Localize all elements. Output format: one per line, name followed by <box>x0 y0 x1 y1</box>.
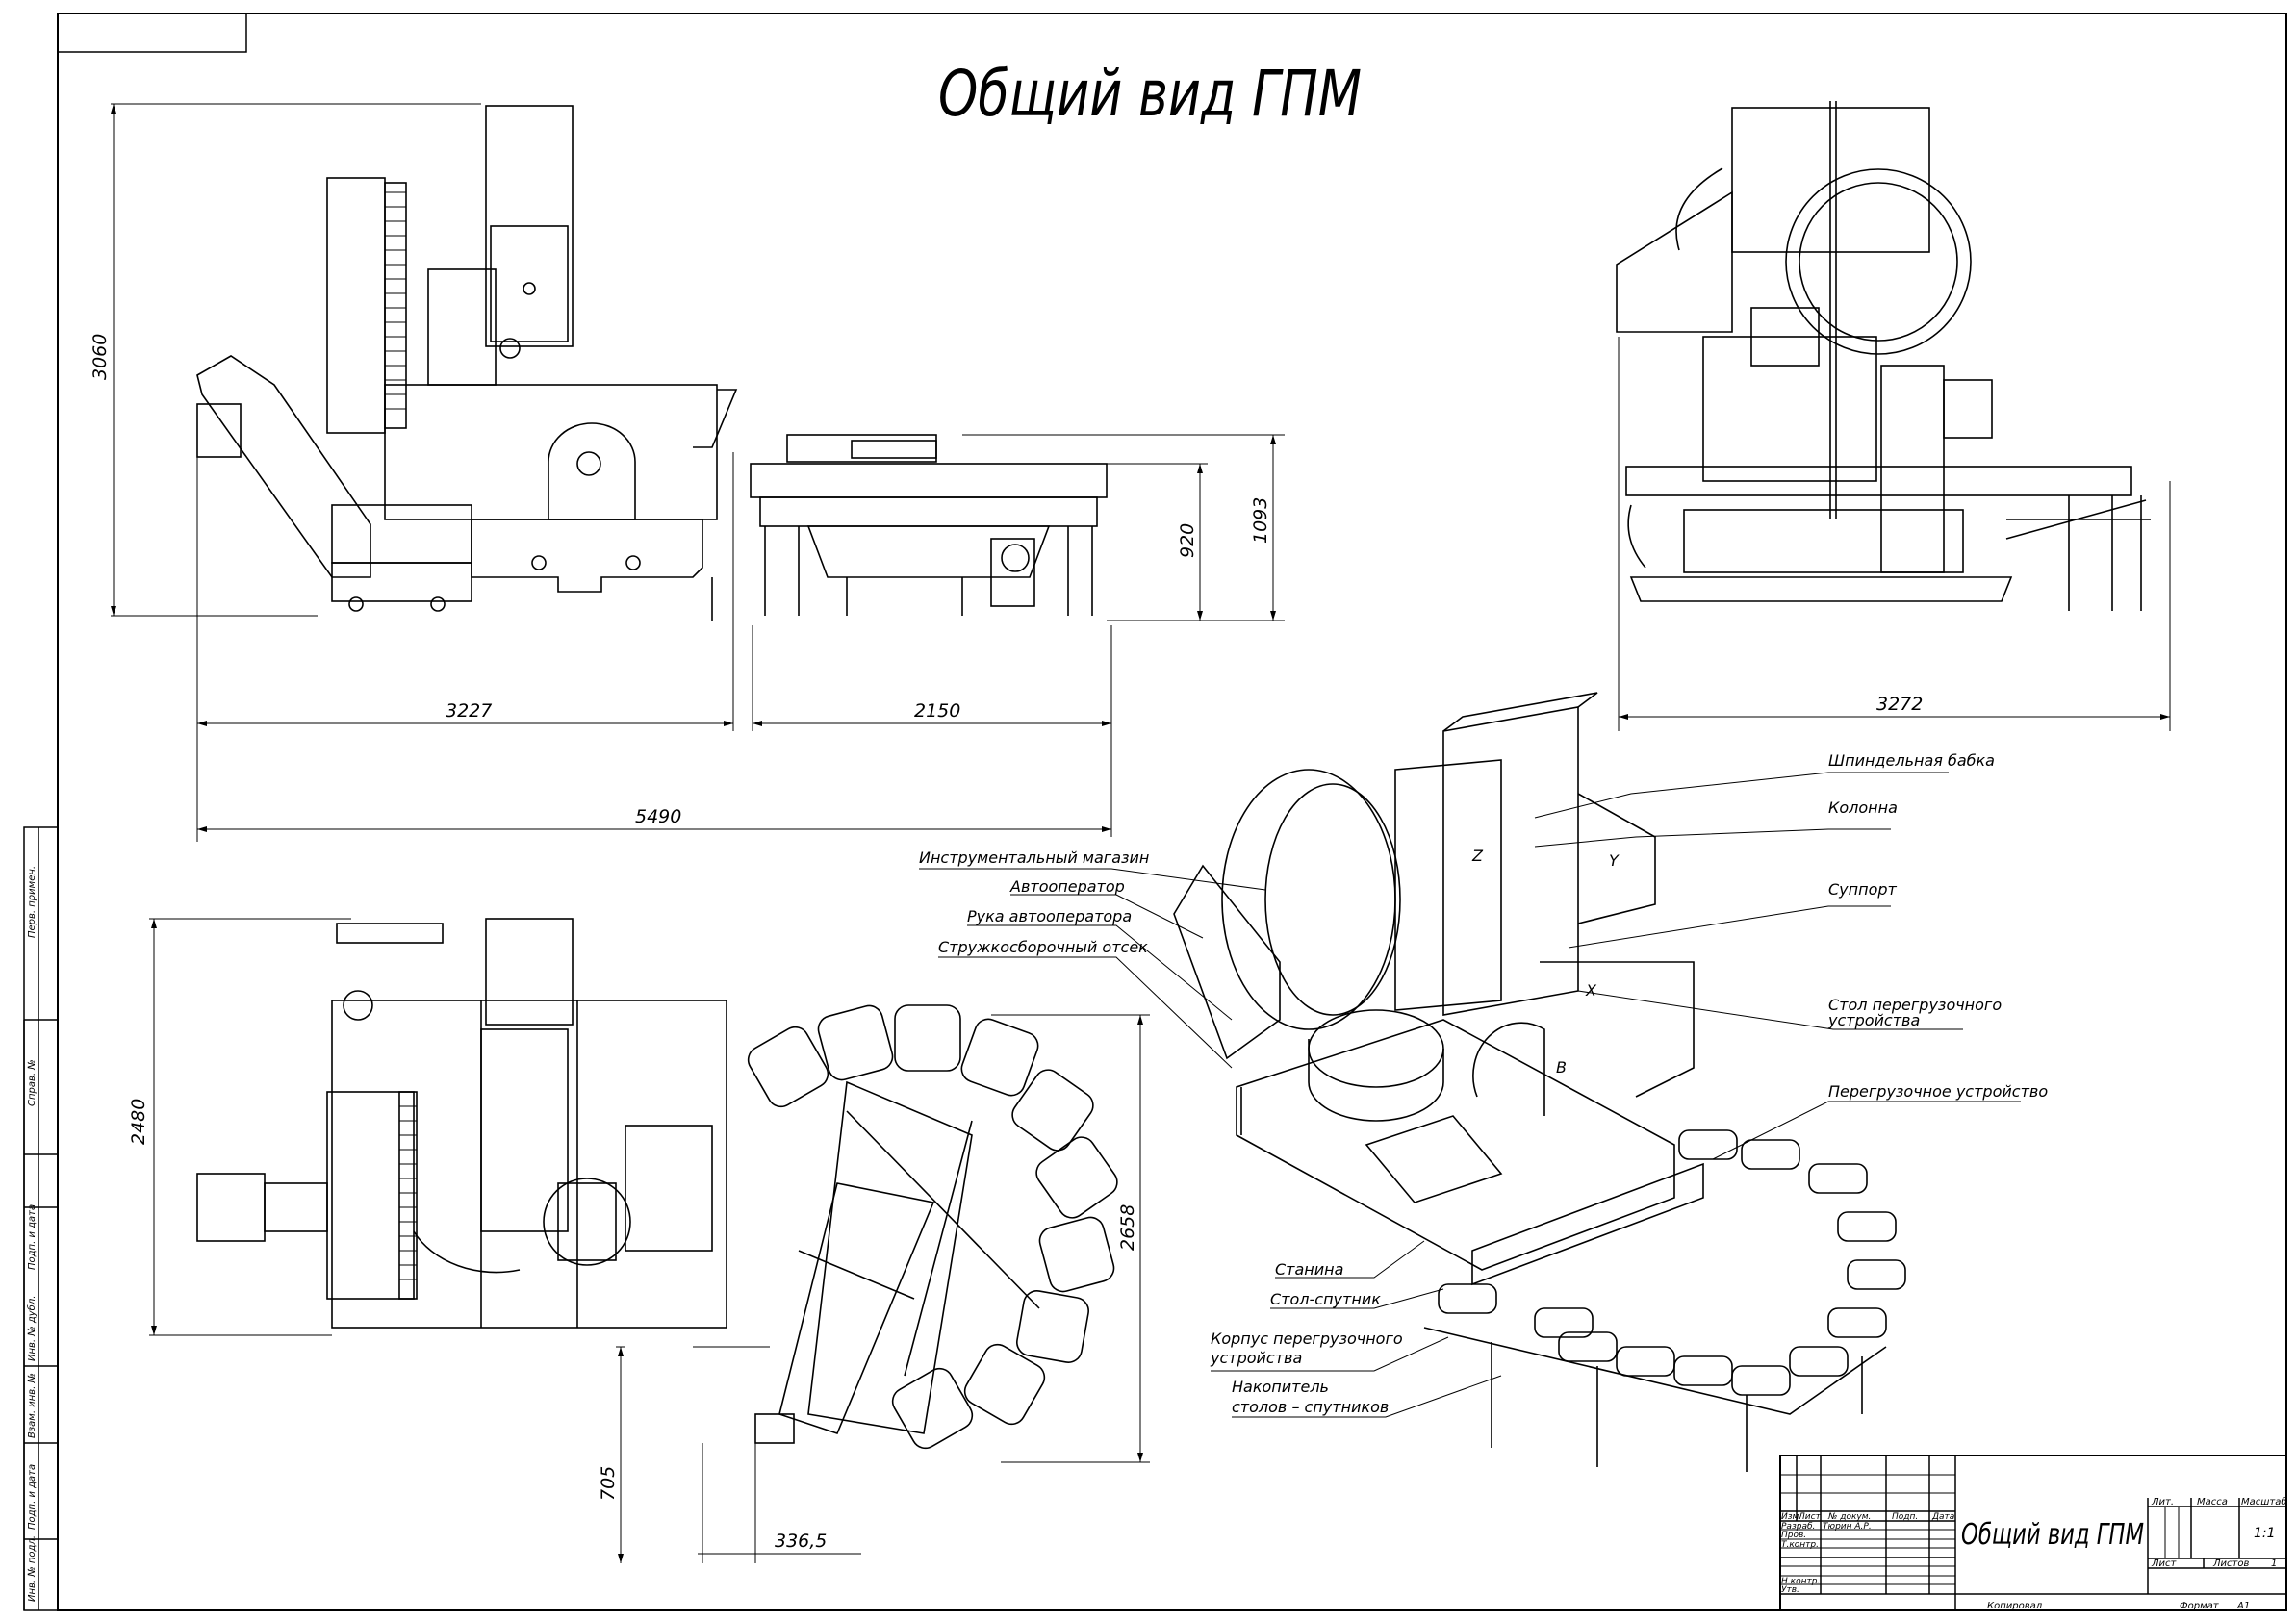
top-view-drawing <box>196 918 727 1329</box>
top-view-dims <box>149 918 351 1336</box>
margin-inv-podl: Инв. № подл. <box>27 1535 38 1602</box>
tb-row-nkontr: Н.контр. <box>1781 1577 1820 1586</box>
dim-336-5: 336,5 <box>775 1531 827 1552</box>
callout-pallet: Стол-спутник <box>1270 1290 1381 1308</box>
callout-pallet-store-1: Накопитель <box>1232 1378 1329 1396</box>
dim-920: 920 <box>1177 523 1198 558</box>
callout-support: Суппорт <box>1828 880 1898 899</box>
tb-scale-value: 1:1 <box>2254 1526 2276 1541</box>
tb-sheet-label: Лист <box>2151 1558 2178 1569</box>
tb-row-prov: Пров. <box>1781 1531 1806 1540</box>
side-view-drawing <box>196 105 738 621</box>
callout-bed: Станина <box>1275 1260 1343 1279</box>
tb-copied: Копировал <box>1987 1601 2043 1611</box>
dim-2150: 2150 <box>914 700 960 722</box>
callout-spindle-head: Шпиндельная бабка <box>1828 751 1995 770</box>
callout-loading-device: Перегрузочное устройство <box>1828 1082 2048 1101</box>
callout-tool-magazine: Инструментальный магазин <box>919 848 1149 867</box>
leader-lines-left-bottom <box>1211 1240 1502 1418</box>
callout-loader-table-1: Стол перегрузочного <box>1828 996 2002 1014</box>
sheet-frame <box>57 13 2287 1611</box>
axis-z-label: Z <box>1471 847 1484 865</box>
leader-lines-left-top <box>919 868 1266 1069</box>
loader-side-view <box>750 434 1108 616</box>
front-view-dims <box>1618 337 2171 731</box>
tb-scale-label: Масштаб <box>2241 1496 2287 1507</box>
tb-row-utv: Утв. <box>1781 1585 1799 1595</box>
dim-705: 705 <box>598 1466 619 1501</box>
front-view-drawing <box>1616 101 2151 611</box>
callout-autooperator: Автооператор <box>1009 877 1125 896</box>
margin-vzam-inv: Взам. инв. № <box>27 1373 38 1438</box>
callout-loader-table-2: устройства <box>1827 1011 1920 1029</box>
margin-podp-data-1: Подп. и дата <box>27 1464 38 1530</box>
dim-2480: 2480 <box>128 1099 149 1145</box>
tb-sheets-label: Листов <box>2212 1558 2249 1569</box>
tb-sheets-value: 1 <box>2271 1558 2277 1569</box>
axis-y-label: Y <box>1609 851 1620 870</box>
tb-col-doc: № докум. <box>1827 1512 1871 1522</box>
dim-2658: 2658 <box>1117 1204 1138 1251</box>
dim-3227: 3227 <box>446 700 492 722</box>
callout-loader-body-1: Корпус перегрузочного <box>1211 1330 1403 1348</box>
dim-1093: 1093 <box>1250 497 1271 544</box>
callout-chip-compartment: Стружкосборочный отсек <box>938 938 1148 956</box>
margin-inv-dubl: Инв. № дубл. <box>26 1296 38 1361</box>
dim-3272: 3272 <box>1876 694 1923 715</box>
tb-format-value: A1 <box>2236 1601 2250 1611</box>
dim-3060: 3060 <box>89 334 111 380</box>
callout-pallet-store-2: столов – спутников <box>1232 1398 1389 1416</box>
tb-title: Общий вид ГПМ <box>1961 1518 2144 1552</box>
callout-loader-body-2: устройства <box>1210 1349 1302 1367</box>
tb-row-tkontr: Т.контр. <box>1781 1540 1819 1550</box>
tb-mass-label: Масса <box>2197 1497 2228 1507</box>
callout-column: Колонна <box>1828 798 1898 817</box>
loader-top-dims <box>616 1014 1150 1563</box>
tb-col-date: Дата <box>1931 1512 1954 1522</box>
loader-side-dims <box>752 434 1285 837</box>
side-view-dims <box>111 103 1111 842</box>
axis-x-label: X <box>1585 981 1597 1000</box>
tb-format-label: Формат <box>2180 1601 2220 1611</box>
tb-col-podp: Подп. <box>1892 1512 1918 1522</box>
drawing-title: Общий вид ГПМ <box>938 57 1362 131</box>
margin-sprav: Справ. № <box>27 1059 38 1106</box>
leader-lines-right <box>1534 772 2021 1160</box>
margin-perv-primen: Перв. примен. <box>27 866 38 938</box>
tb-col-list: Лист <box>1798 1512 1822 1522</box>
loader-top-view <box>747 1004 1118 1450</box>
tb-developer: Тюрин А.Р. <box>1823 1522 1872 1532</box>
axis-b-label: B <box>1556 1058 1567 1076</box>
title-block <box>1779 1455 2287 1611</box>
tb-lit-label: Лит. <box>2151 1497 2174 1507</box>
margin-podp-data-2: Подп. и дата <box>27 1204 38 1270</box>
dim-5490: 5490 <box>635 806 681 827</box>
tb-col-izm: Изм. <box>1781 1512 1801 1522</box>
side-margin-table <box>23 826 59 1611</box>
callout-autooperator-arm: Рука автооператора <box>967 907 1132 925</box>
tb-row-razrab: Разраб. <box>1781 1522 1815 1532</box>
